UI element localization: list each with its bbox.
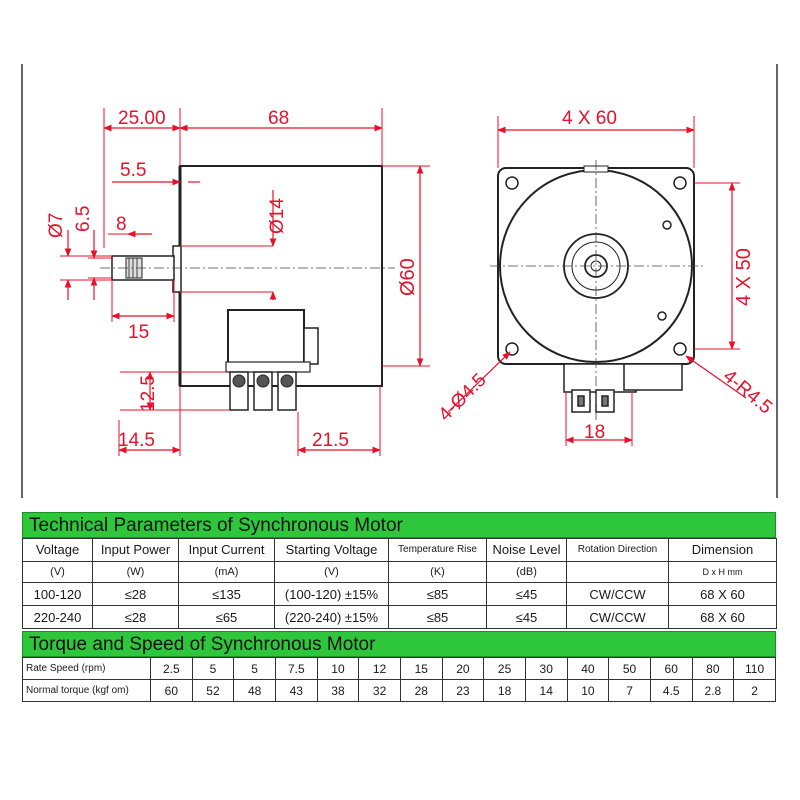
- spec-cell: 68 X 60: [668, 605, 777, 629]
- spec-cell: ≤65: [178, 605, 275, 629]
- spec-cell: ≤28: [92, 582, 179, 606]
- dim-terminal-width: 21.5: [312, 430, 349, 451]
- spec-cell: ≤45: [486, 582, 567, 606]
- speed-cell: 12: [358, 657, 401, 680]
- spec-unit: (V): [274, 561, 389, 583]
- front-view: 4 X 60 4 X 50 4-Ø4.5 4-R4.5 18: [435, 108, 776, 446]
- speed-cell: 20: [441, 657, 485, 680]
- dim-key-length: 8: [116, 214, 127, 235]
- torque-cell: 23: [441, 679, 485, 702]
- torque-cell: 32: [358, 679, 401, 702]
- spec-table: Voltage Input Power Input Current Starti…: [22, 538, 777, 629]
- dim-body-diameter: Ø60: [397, 258, 419, 296]
- speed-cell: 80: [691, 657, 735, 680]
- torque-table-title: Torque and Speed of Synchronous Motor: [22, 631, 776, 657]
- spec-cell: CW/CCW: [566, 582, 669, 606]
- torque-cell: 38: [316, 679, 360, 702]
- spec-unit: D x H mm: [668, 561, 777, 583]
- speed-cell: 7.5: [274, 657, 318, 680]
- spec-unit: (K): [388, 561, 487, 583]
- torque-cell: 14: [524, 679, 568, 702]
- dim-front-terminal-width: 18: [584, 422, 605, 443]
- speed-cell: 110: [733, 657, 776, 680]
- torque-cell: 43: [274, 679, 318, 702]
- terminal-box: [227, 309, 305, 367]
- spec-cell: 220-240: [22, 605, 93, 629]
- spec-table-title: Technical Parameters of Synchronous Moto…: [22, 512, 776, 538]
- speed-cell: 25: [483, 657, 526, 680]
- speed-cell: 2.5: [150, 657, 193, 680]
- torque-cell: 18: [483, 679, 526, 702]
- spec-header: Input Power: [92, 538, 179, 562]
- torque-cell: 2.8: [691, 679, 735, 702]
- spec-unit: (mA): [178, 561, 275, 583]
- dim-body-length: 68: [268, 108, 289, 129]
- spec-header: Starting Voltage: [274, 538, 389, 562]
- speed-cell: 50: [608, 657, 651, 680]
- spec-unit: (V): [22, 561, 93, 583]
- speed-cell: 10: [316, 657, 360, 680]
- terminal-pins: [229, 371, 297, 411]
- side-view: 25.00 68 5.5 8 15 14.5 21.5 Ø7 6.5 Ø14 Ø…: [46, 108, 430, 456]
- spec-cell: ≤28: [92, 605, 179, 629]
- spec-cell: ≤45: [486, 605, 567, 629]
- speed-cell: 5: [191, 657, 235, 680]
- spec-header: Input Current: [178, 538, 275, 562]
- speed-label: Rate Speed (rpm): [22, 657, 151, 680]
- table-row: 220-240 ≤28 ≤65 (220-240) ±15% ≤85 ≤45 C…: [22, 605, 777, 629]
- torque-cell: 2: [733, 679, 776, 702]
- torque-cell: 10: [566, 679, 610, 702]
- spec-cell: CW/CCW: [566, 605, 669, 629]
- dim-shaft-length: 15: [128, 322, 149, 343]
- torque-cell: 7: [608, 679, 651, 702]
- torque-cell: 48: [233, 679, 276, 702]
- dim-shaft-diameter: Ø7: [46, 213, 67, 238]
- spec-cell: 100-120: [22, 582, 93, 606]
- spec-cell: 68 X 60: [668, 582, 777, 606]
- dim-flange-thickness: 25.00: [118, 108, 166, 129]
- spec-header: Noise Level: [486, 538, 567, 562]
- dim-hole-spacing-top: 4 X 60: [562, 108, 617, 129]
- torque-cell: 60: [150, 679, 193, 702]
- spec-unit: (W): [92, 561, 179, 583]
- speed-cell: 30: [524, 657, 568, 680]
- spec-cell: ≤85: [388, 582, 487, 606]
- speed-cell: 40: [566, 657, 610, 680]
- spec-header: Temperature Rise: [388, 538, 487, 562]
- spec-cell: ≤85: [388, 605, 487, 629]
- dim-hole-spacing-side: 4 X 50: [733, 248, 755, 306]
- dim-flat: 6.5: [73, 206, 94, 232]
- torque-cell: 4.5: [649, 679, 693, 702]
- speed-cell: 15: [399, 657, 443, 680]
- spec-header: Dimension: [668, 538, 777, 562]
- dim-terminal-offset: 14.5: [118, 430, 155, 451]
- dim-shoulder: 5.5: [120, 160, 146, 181]
- spec-cell: ≤135: [178, 582, 275, 606]
- torque-cell: 52: [191, 679, 235, 702]
- spec-unit: [566, 561, 669, 583]
- spec-cell: (100-120) ±15%: [274, 582, 389, 606]
- dim-boss-diameter: Ø14: [267, 198, 288, 234]
- speed-cell: 60: [649, 657, 693, 680]
- spec-cell: (220-240) ±15%: [274, 605, 389, 629]
- mounting-holes: [505, 176, 687, 356]
- spec-header: Voltage: [22, 538, 93, 562]
- spec-header: Rotation Direction: [566, 538, 669, 562]
- spec-tables: Technical Parameters of Synchronous Moto…: [22, 512, 777, 728]
- torque-label: Normal torque (kgf om): [22, 679, 151, 702]
- motor-dimension-drawing: 25.00 68 5.5 8 15 14.5 21.5 Ø7 6.5 Ø14 Ø…: [21, 64, 778, 498]
- dim-terminal-height: 12.5: [138, 375, 159, 412]
- dim-corner-radius: 4-R4.5: [719, 366, 776, 419]
- table-row: 100-120 ≤28 ≤135 (100-120) ±15% ≤85 ≤45 …: [22, 582, 777, 606]
- dim-mount-holes: 4-Ø4.5: [435, 370, 491, 426]
- speed-cell: 5: [233, 657, 276, 680]
- spec-unit: (dB): [486, 561, 567, 583]
- torque-cell: 28: [399, 679, 443, 702]
- front-terminal-pins: [571, 389, 615, 413]
